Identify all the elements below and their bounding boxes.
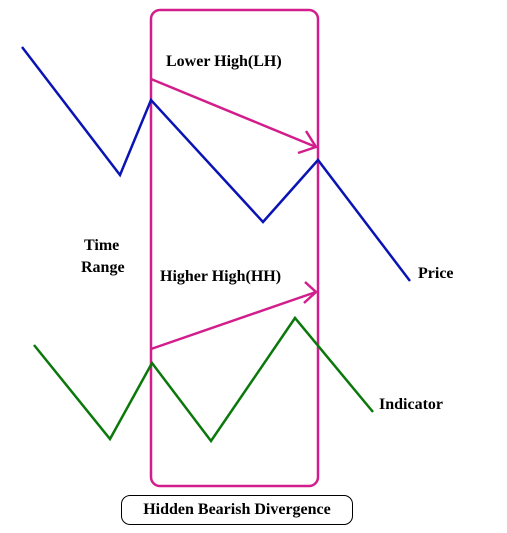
- time-range-box: [149, 8, 320, 488]
- time-range-label-line2: Range: [81, 259, 125, 276]
- divergence-caption: Hidden Bearish Divergence: [121, 495, 353, 525]
- price-label: Price: [418, 265, 454, 282]
- indicator-line: [33, 315, 374, 444]
- higher-high-label: Higher High(HH): [160, 268, 281, 285]
- indicator-label: Indicator: [379, 396, 443, 413]
- time-range-label-line1: Time: [84, 237, 119, 254]
- lower-high-arrow: [150, 77, 318, 155]
- price-line: [21, 46, 411, 282]
- lower-high-label: Lower High(LH): [166, 53, 282, 70]
- higher-high-arrow: [150, 281, 318, 351]
